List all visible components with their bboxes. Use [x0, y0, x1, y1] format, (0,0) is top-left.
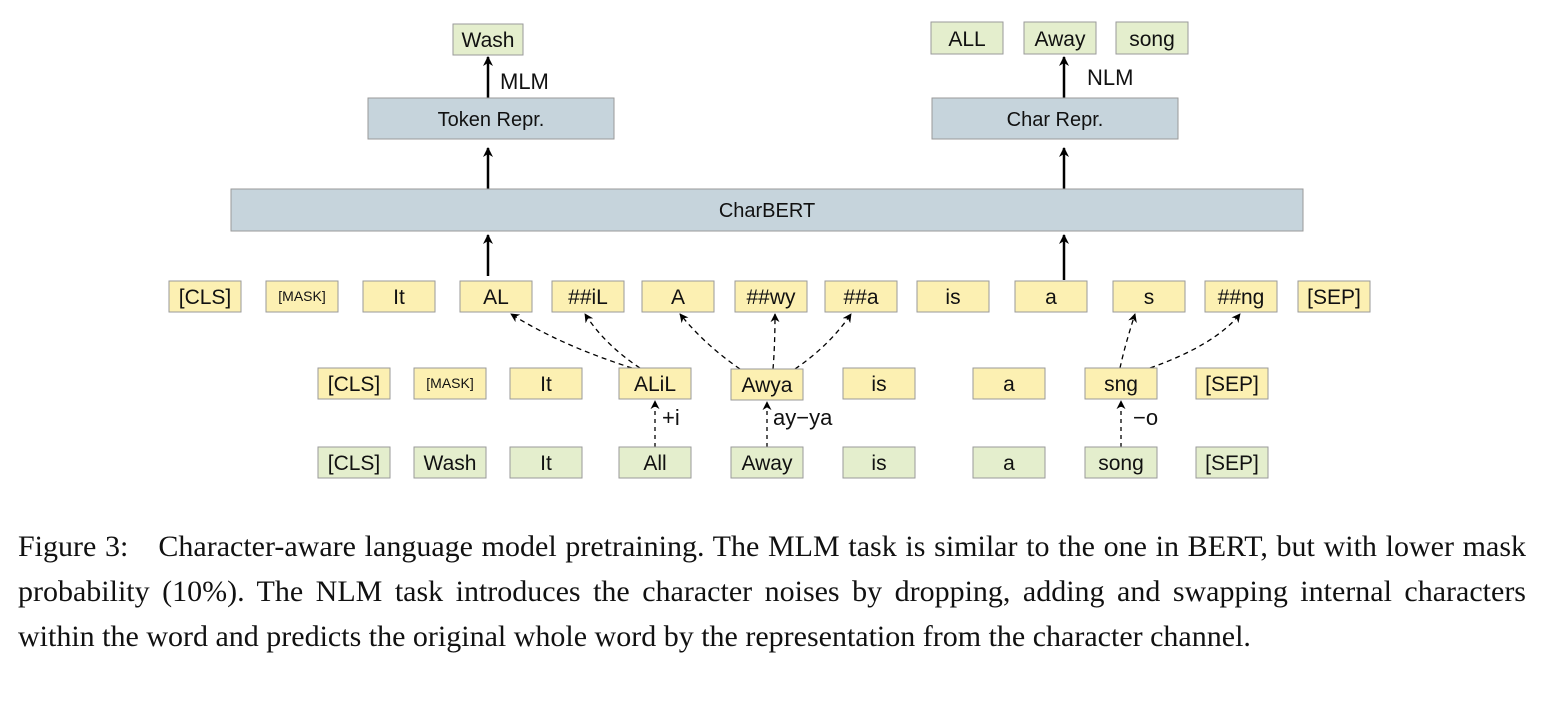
nlm-label: NLM	[1087, 65, 1133, 90]
tokenization-arrows	[510, 313, 1241, 370]
nlm-output-token: Away	[1023, 21, 1097, 55]
svg-text:ALiL: ALiL	[634, 373, 676, 396]
noised-token: [CLS]	[317, 367, 391, 400]
nlm-output-text: ALL	[948, 28, 985, 51]
original-token: All	[618, 446, 692, 479]
original-token: [SEP]	[1195, 446, 1269, 479]
tokenize-arrow	[584, 313, 641, 369]
original-token: Wash	[413, 446, 487, 479]
svg-text:It: It	[540, 373, 552, 396]
mlm-output-token: Wash	[452, 23, 524, 56]
svg-text:A: A	[671, 286, 685, 309]
noise-arrows	[650, 400, 1126, 447]
svg-text:[CLS]: [CLS]	[328, 373, 381, 396]
svg-text:sng: sng	[1104, 373, 1138, 396]
svg-text:a: a	[1045, 286, 1057, 309]
char-repr-label: Char Repr.	[1007, 109, 1104, 131]
svg-text:##a: ##a	[843, 286, 878, 309]
token-repr-label: Token Repr.	[438, 109, 545, 131]
svg-text:[MASK]: [MASK]	[278, 288, 325, 304]
subword-token: ##a	[824, 280, 898, 313]
noised-token: sng	[1084, 367, 1158, 400]
noised-token: a	[972, 367, 1046, 400]
original-token: is	[842, 446, 916, 479]
svg-text:Awya: Awya	[742, 374, 793, 397]
original-token: a	[972, 446, 1046, 479]
subword-token: a	[1014, 280, 1088, 313]
nlm-output-token: song	[1115, 21, 1189, 55]
subword-token: ##iL	[551, 280, 625, 313]
svg-text:[MASK]: [MASK]	[426, 375, 473, 391]
noise-op-label: −o	[1133, 405, 1158, 430]
svg-text:is: is	[871, 373, 886, 396]
subword-token: A	[641, 280, 715, 313]
svg-text:Wash: Wash	[424, 452, 477, 475]
tokenize-arrow	[1149, 313, 1241, 369]
noise-op-label: ay−ya	[773, 405, 833, 430]
subword-token: It	[362, 280, 436, 313]
tokenize-arrow	[679, 313, 741, 370]
svg-text:[CLS]: [CLS]	[328, 452, 381, 475]
tokenize-arrow	[510, 313, 633, 369]
original-token: [CLS]	[317, 446, 391, 479]
tokenize-arrow	[794, 313, 852, 370]
nlm-output-text: Away	[1035, 28, 1086, 51]
svg-text:s: s	[1144, 286, 1155, 309]
subword-token: s	[1112, 280, 1186, 313]
svg-text:a: a	[1003, 373, 1015, 396]
noised-token-row: [CLS] [MASK] It ALiL Awya is a sng [SEP]	[317, 367, 1269, 401]
svg-text:All: All	[643, 452, 666, 475]
svg-text:is: is	[945, 286, 960, 309]
figure-caption: Figure 3: Character-aware language model…	[18, 530, 1526, 653]
svg-text:##wy: ##wy	[746, 286, 796, 309]
noise-op-label: +i	[662, 405, 680, 430]
subword-token: is	[916, 280, 990, 313]
charbert-label: CharBERT	[719, 200, 815, 222]
original-token: song	[1084, 446, 1158, 479]
mlm-output-text: Wash	[462, 29, 515, 52]
noised-token: [MASK]	[413, 367, 487, 400]
charbert-diagram: Wash ALL Away song MLM NLM Token Repr. C…	[168, 21, 1371, 479]
svg-text:[SEP]: [SEP]	[1205, 373, 1259, 396]
svg-text:##ng: ##ng	[1218, 286, 1265, 309]
noised-token: It	[509, 367, 583, 400]
svg-text:song: song	[1098, 452, 1144, 475]
mlm-label: MLM	[500, 69, 549, 94]
svg-text:is: is	[871, 452, 886, 475]
noised-token: [SEP]	[1195, 367, 1269, 400]
token-repr-box: Token Repr.	[367, 97, 615, 140]
noised-token: is	[842, 367, 916, 400]
subword-token: [SEP]	[1297, 280, 1371, 313]
subword-token: [CLS]	[168, 280, 242, 313]
svg-text:[CLS]: [CLS]	[179, 286, 232, 309]
original-token: It	[509, 446, 583, 479]
subword-token: ##wy	[734, 280, 808, 313]
subword-token: AL	[459, 280, 533, 313]
nlm-output-text: song	[1129, 28, 1175, 51]
svg-text:It: It	[393, 286, 405, 309]
noised-token: Awya	[730, 368, 804, 401]
subword-token: [MASK]	[265, 280, 339, 313]
original-token-row: [CLS] Wash It All Away is a song [SEP]	[317, 446, 1269, 479]
svg-text:a: a	[1003, 452, 1015, 475]
svg-text:Away: Away	[742, 452, 793, 475]
tokenize-arrow	[770, 313, 780, 370]
subword-token-row: [CLS] [MASK] It AL ##iL A ##wy ##a is a …	[168, 280, 1371, 313]
char-repr-box: Char Repr.	[931, 97, 1179, 140]
original-token: Away	[730, 446, 804, 479]
svg-text:It: It	[540, 452, 552, 475]
tokenize-arrow	[1119, 313, 1137, 369]
nlm-output-token: ALL	[930, 21, 1004, 55]
subword-token: ##ng	[1204, 280, 1278, 313]
charbert-encoder-box: CharBERT	[230, 188, 1304, 232]
noised-token: ALiL	[618, 367, 692, 400]
svg-text:##iL: ##iL	[568, 286, 608, 309]
svg-text:AL: AL	[483, 286, 509, 309]
svg-text:[SEP]: [SEP]	[1205, 452, 1259, 475]
svg-text:[SEP]: [SEP]	[1307, 286, 1361, 309]
